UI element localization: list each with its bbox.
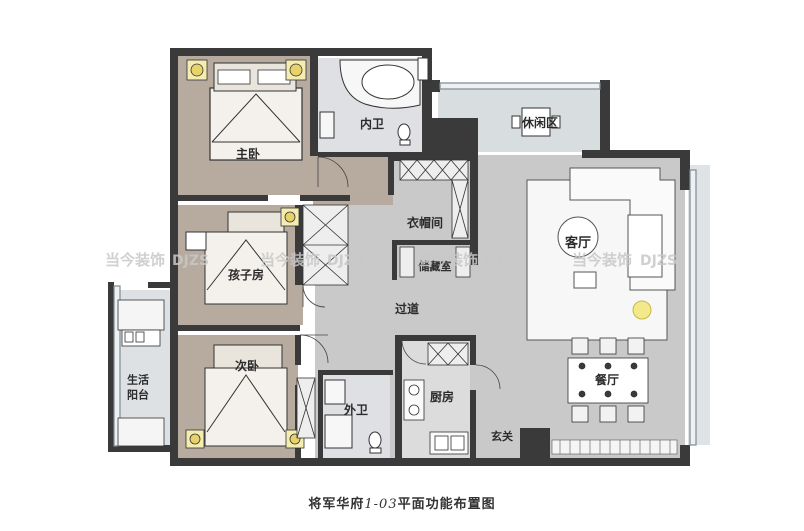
label-master-bedroom: 主卧 bbox=[236, 146, 260, 161]
label-kitchen: 厨房 bbox=[430, 389, 454, 404]
kitchen-fixtures bbox=[403, 342, 469, 455]
railings bbox=[113, 82, 697, 447]
living-furniture bbox=[526, 167, 676, 341]
caption-unit: 1-03 bbox=[364, 497, 398, 512]
kids-bed bbox=[185, 207, 300, 305]
watermark-latin-1: DJZS bbox=[172, 253, 209, 269]
plan-caption: 将军华府1-03平面功能布置图 bbox=[0, 493, 804, 512]
label-hallway: 过道 bbox=[395, 301, 419, 316]
watermark-brand-4: 当今装饰 bbox=[572, 251, 632, 269]
label-inner-bath: 内卫 bbox=[360, 116, 384, 131]
watermarks: 当今装饰 DJZS 当今装饰 DJZS 当今装饰 DJZS 当今装饰 DJZS bbox=[105, 251, 677, 269]
watermark-brand-1: 当今装饰 bbox=[105, 251, 165, 269]
leisure-table bbox=[511, 107, 561, 137]
label-outer-bath: 外卫 bbox=[344, 402, 368, 417]
label-storage-room: 储藏室 bbox=[419, 259, 452, 273]
caption-title: 平面功能布置图 bbox=[397, 497, 496, 512]
label-kids-room: 孩子房 bbox=[228, 267, 264, 282]
walls bbox=[108, 48, 690, 466]
label-entrance: 玄关 bbox=[491, 429, 513, 443]
watermark-latin-4: DJZS bbox=[640, 253, 677, 269]
watermark-brand-2: 当今装饰 bbox=[260, 251, 320, 269]
caption-project: 将军华府 bbox=[308, 497, 365, 512]
doors bbox=[299, 156, 501, 390]
label-leisure-area: 休闲区 bbox=[521, 115, 558, 130]
label-living-balcony: 生活阳台 bbox=[127, 372, 149, 401]
watermark-latin-3: DJZS bbox=[485, 253, 522, 269]
kids-wardrobe bbox=[302, 204, 349, 286]
label-second-bedroom: 次卧 bbox=[235, 358, 259, 373]
second-bed bbox=[185, 344, 305, 449]
label-walk-in-closet: 衣帽间 bbox=[407, 215, 443, 230]
inner-bath-fixtures bbox=[319, 57, 429, 146]
closet-cabinets bbox=[399, 159, 469, 239]
storage-shelves bbox=[399, 246, 471, 278]
outer-bath-fixtures bbox=[324, 379, 382, 454]
balcony-fixtures bbox=[117, 299, 165, 447]
watermark-brand-3: 当今装饰 bbox=[418, 251, 478, 269]
watermark-latin-2: DJZS bbox=[327, 253, 364, 269]
master-bed bbox=[186, 59, 307, 161]
entrance-cabinet bbox=[551, 439, 678, 455]
label-dining-room: 餐厅 bbox=[595, 372, 619, 387]
second-wardrobe bbox=[296, 377, 316, 439]
label-living-room: 客厅 bbox=[565, 235, 591, 251]
dining-set bbox=[567, 337, 649, 423]
room-labels: 主卧 内卫 休闲区 衣帽间 孩子房 储藏室 客厅 过道 生活阳台 次卧 外卫 厨… bbox=[127, 115, 619, 443]
